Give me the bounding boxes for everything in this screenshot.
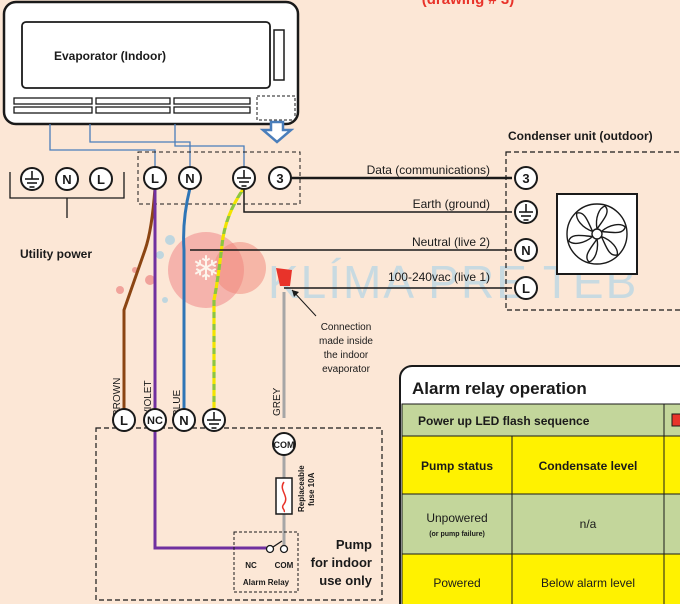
svg-text:BROWN: BROWN	[112, 378, 123, 416]
utility-n-terminal: N	[62, 172, 71, 187]
connection-arrow-icon	[259, 120, 295, 144]
svg-text:BLUE: BLUE	[172, 390, 183, 416]
earth-icon	[25, 171, 39, 188]
pump-nc-terminal: NC	[147, 415, 163, 427]
connector-icon	[276, 268, 292, 286]
table-title: Alarm relay operation	[412, 379, 587, 398]
earth-wire	[212, 187, 246, 418]
indoor-data-terminal: 3	[276, 171, 283, 186]
alarm-relay	[233, 531, 299, 593]
fuse-label: Replaceable	[297, 465, 306, 512]
pump-title: Pump	[336, 537, 372, 552]
condenser-title: Condenser unit (outdoor)	[508, 129, 653, 143]
earth-icon	[207, 412, 221, 429]
earth-icon	[237, 170, 251, 187]
drawing-reference: (drawing # 3)	[422, 0, 515, 8]
condenser-l-terminal: L	[522, 281, 530, 296]
svg-text:GREY: GREY	[272, 387, 283, 416]
pump-unit: L NC N COM Replaceable fuse 10A NC COM A…	[95, 408, 383, 601]
condenser-n-terminal: N	[521, 243, 530, 258]
svg-text:use only: use only	[319, 573, 373, 588]
alarm-relay-table: Alarm relay operation Power up LED flash…	[399, 365, 680, 604]
data-line-label: Data (communications)	[367, 163, 490, 177]
indoor-n-terminal: N	[185, 171, 194, 186]
svg-text:for indoor: for indoor	[311, 555, 372, 570]
evaporator-unit: Evaporator (Indoor)	[2, 0, 300, 126]
indoor-l-terminal: L	[151, 171, 159, 186]
pump-l-terminal: L	[120, 413, 128, 428]
relay-label: Alarm Relay	[243, 578, 290, 587]
condenser-unit: Condenser unit (outdoor) 3 N L	[505, 129, 680, 311]
svg-text:fuse 10A: fuse 10A	[307, 472, 316, 506]
flash-sequence-header: Power up LED flash sequence	[418, 414, 590, 428]
svg-text:the indoor: the indoor	[324, 350, 369, 361]
snowflake-icon: ❄	[192, 250, 221, 288]
col-condensate-level: Condensate level	[539, 459, 638, 473]
svg-text:evaporator: evaporator	[322, 364, 370, 375]
wire-labels: BROWN VIOLET BLUE GREY	[112, 378, 283, 416]
neutral-line-label: Neutral (live 2)	[412, 235, 490, 249]
led-indicator-icon	[671, 413, 680, 427]
condenser-lines: Data (communications) Earth (ground) Neu…	[190, 163, 512, 317]
earth-icon	[519, 204, 533, 221]
indoor-terminal-outline	[137, 151, 301, 205]
internal-connections	[49, 124, 245, 167]
row-status: Unpowered	[426, 511, 487, 525]
wires	[122, 187, 286, 550]
connection-note: Connection made inside the indoor evapor…	[319, 322, 373, 375]
row-level: Below alarm level	[541, 576, 635, 590]
indoor-terminal-block: L N 3	[143, 166, 292, 190]
earth-line-label: Earth (ground)	[413, 197, 490, 211]
evaporator-label: Evaporator (Indoor)	[54, 49, 166, 63]
utility-power-label: Utility power	[20, 247, 92, 261]
violet-wire	[153, 188, 268, 550]
utility-l-terminal: L	[97, 172, 105, 187]
blue-wire	[182, 187, 192, 418]
row-status: Powered	[433, 576, 480, 590]
svg-text:made inside: made inside	[319, 336, 373, 347]
relay-com-label: COM	[275, 561, 294, 570]
row-status-sub: (or pump failure)	[429, 531, 485, 538]
pump-n-terminal: N	[179, 413, 188, 428]
fan-icon	[566, 203, 628, 265]
fuse-icon	[275, 477, 293, 515]
svg-text:VIOLET: VIOLET	[143, 380, 154, 416]
condenser-data-terminal: 3	[522, 171, 529, 186]
pump-com-terminal: COM	[274, 440, 295, 450]
row-level: n/a	[580, 517, 597, 531]
svg-text:Connection: Connection	[321, 322, 372, 333]
live-line-label: 100-240vac (live 1)	[388, 270, 490, 284]
utility-terminal-block: N L Utility power	[9, 167, 125, 261]
col-pump-status: Pump status	[421, 459, 493, 473]
relay-nc-label: NC	[245, 561, 257, 570]
